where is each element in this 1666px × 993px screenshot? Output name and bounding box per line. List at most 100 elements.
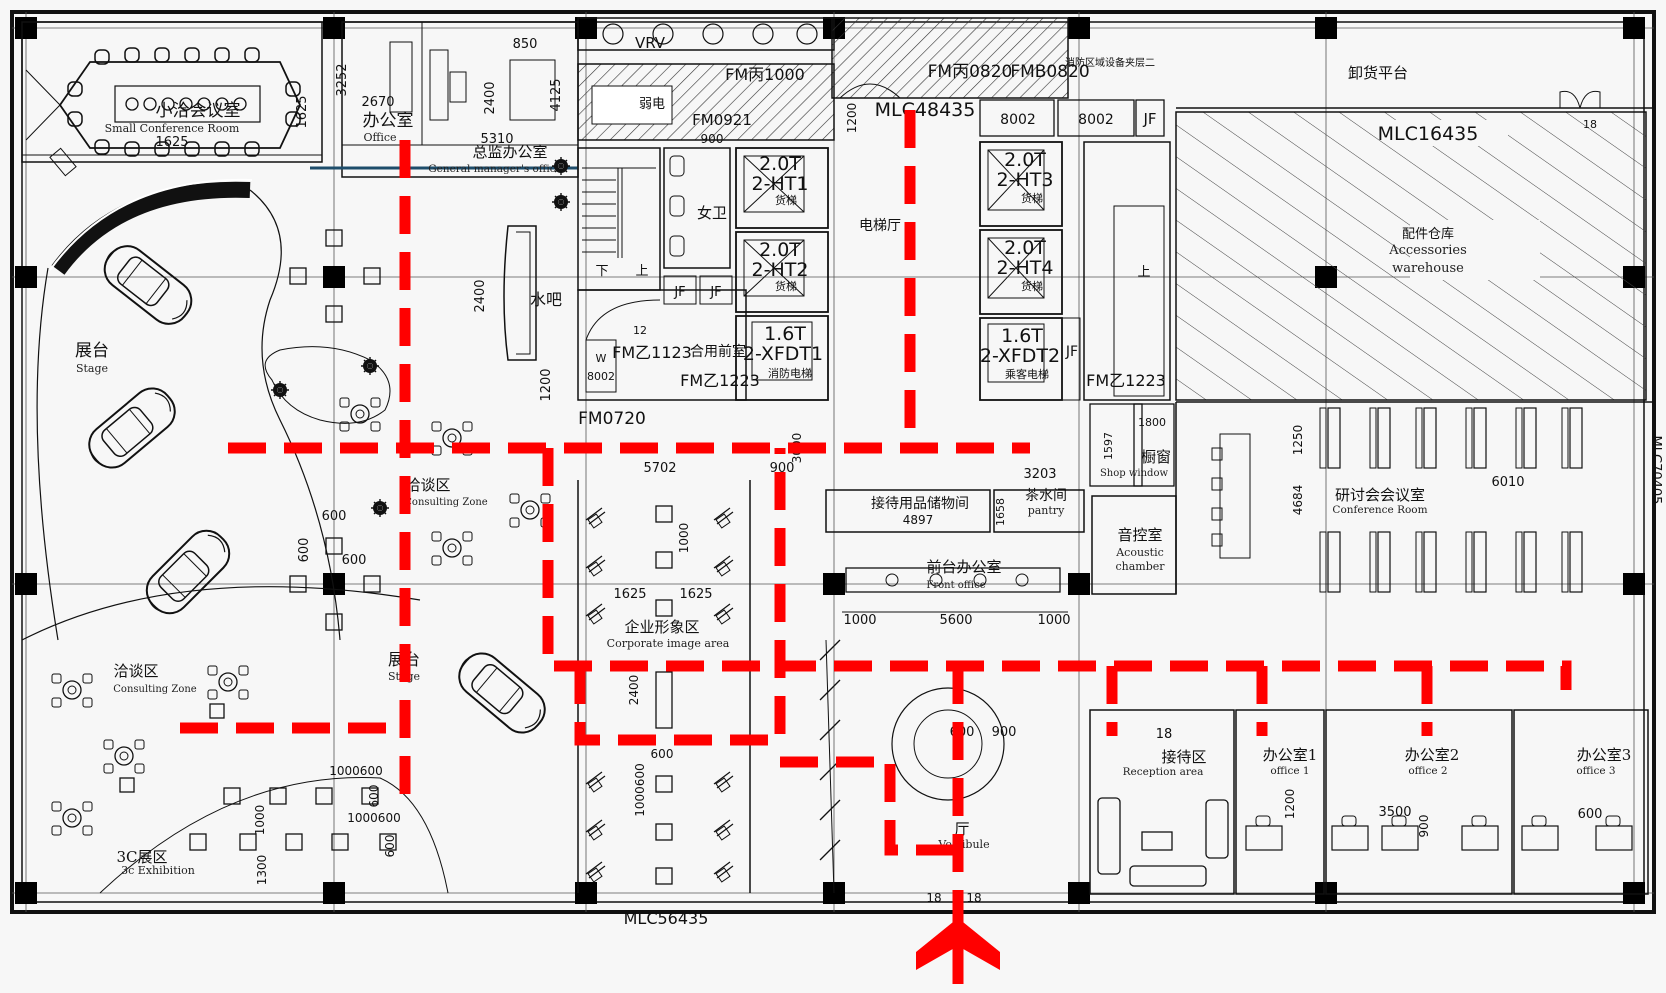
door-mlc70405: MLC70405 [1648, 436, 1663, 505]
exhibit3c-label: 3C展区 [116, 848, 167, 866]
circulation-path [180, 110, 1572, 993]
dim-1800: 4684 [1291, 485, 1305, 516]
elev-3-code: 1.6T [764, 323, 806, 345]
elevator-shafts-right: 8002 8002 JF 2.0T 2-HT3 货梯 2.0T 2-HT4 货梯… [979, 99, 1165, 401]
elevator-shafts-left: 2.0T 2-HT1 货梯 2.0T 2-HT2 货梯 1.6T 2-XFDT1… [735, 147, 829, 401]
weak-well-label: 弱电 [639, 97, 665, 112]
consulting2-en: Consulting Zone [113, 684, 197, 695]
stage-label: 展台 [75, 341, 109, 361]
elev-3-type: 消防电梯 [768, 366, 812, 380]
dim-2400-b: 1250 [1291, 425, 1305, 456]
dims-left: 600 600 600 1000600 1000600 1000 600 600… [253, 509, 401, 885]
seminar-room: 1250 4684 6010 研讨会会议室 Conference Room [1175, 401, 1654, 594]
door-fm0720: FM0720 [578, 409, 646, 429]
door-fm0921: FM0921 [692, 111, 752, 129]
dim-1000600-c: 1000600 [633, 763, 647, 816]
seminar-seats [1211, 407, 1583, 593]
elevator-hall-label: 电梯厅 [859, 218, 901, 234]
stair-down-label: 下 [595, 264, 608, 279]
elev-5-type: 货梯 [1021, 279, 1043, 293]
consulting-zone: 洽谈区 Consulting Zone 洽谈区 Consulting Zone [51, 156, 571, 836]
seminar-label: 研讨会会议室 [1335, 486, 1425, 504]
gm-office-label: 总监办公室 [472, 143, 547, 161]
elev-5-code: 2.0T [1004, 237, 1046, 259]
dim-2670: 2670 [361, 95, 394, 110]
dim-5000: 2400 [473, 279, 488, 312]
dim-12: 12 [633, 324, 647, 337]
corporate-label: 企业形象区 [624, 618, 699, 636]
dim-5310: 5310 [480, 132, 513, 147]
offices-block: 18 接待区 Reception area 办公室1 office 1 1200… [1089, 709, 1649, 895]
elev-6-type: 乘客电梯 [1005, 367, 1049, 381]
door-mlc56435: MLC56435 [624, 909, 709, 928]
small-conference-room: 小洽会议室 Small Conference Room 1625 1625 [21, 21, 323, 177]
elev-1-code: 2.0T [759, 153, 801, 175]
dim-2400: 2400 [483, 81, 498, 114]
small-conference-label: 小洽会议室 [156, 101, 241, 121]
elev-1-id: 2-HT1 [752, 173, 809, 195]
water-bar-label: 水吧 [530, 290, 562, 309]
elev-4-id: 2-HT3 [997, 169, 1054, 191]
door-mlc48435: MLC48435 [875, 99, 976, 121]
elev-1-type: 货梯 [775, 193, 797, 207]
display-pedestals [119, 229, 397, 851]
dim-600-a: 600 [322, 509, 347, 524]
accessories-en2: warehouse [1392, 261, 1464, 276]
elev-4-code: 2.0T [1004, 149, 1046, 171]
corporate-en: Corporate image area [607, 637, 730, 650]
office3-en: office 3 [1576, 765, 1615, 777]
front-block: 接待用品储物间 4897 3203 茶水间 pantry 1658 前台办公室 … [825, 467, 1085, 628]
elev-5-id: 2-HT4 [997, 257, 1054, 279]
reception-en: Reception area [1123, 766, 1204, 778]
dim-3252: 3252 [335, 63, 350, 96]
dim-6010: 1200 [1283, 789, 1297, 820]
door-mlc16435: MLC16435 [1378, 123, 1479, 145]
dim-600-e: 600 [383, 835, 397, 858]
dim-1292: 6010 [1491, 475, 1524, 490]
shop-window-label: 橱窗 [1141, 448, 1171, 466]
elev-2-id: 2-HT2 [752, 259, 809, 281]
dim-600-d: 600 [367, 785, 381, 808]
dim-1200-a: 1200 [539, 368, 554, 401]
jf-2: JF [709, 285, 721, 300]
dim-1200-b: 1200 [845, 103, 859, 134]
accessories-label: 配件仓库 [1402, 226, 1454, 242]
jf-4: JF [1065, 344, 1078, 360]
corporate-image-area: 5702 900 3000 1000 1625 1625 企业形象区 Corpo… [577, 433, 804, 893]
accessories-en1: Accessories [1388, 243, 1467, 258]
dim-1000-c: 1000 [843, 613, 876, 628]
dim-1250: 1800 [1138, 416, 1166, 429]
office2-label: 办公室2 [1405, 746, 1460, 764]
dim-600-vest-b: 900 [992, 725, 1017, 740]
door-fma0820: FM丙0820 [928, 62, 1013, 82]
acoustic-en1: Acoustic [1115, 546, 1164, 559]
office-en: Office [363, 131, 396, 144]
dim-3100: 1625 [295, 95, 310, 128]
dim-1000-b: 1000 [677, 523, 691, 554]
gm-office-en: General manager's office [428, 163, 562, 175]
stage-area: 展台 Stage 展台 Stage [21, 178, 554, 742]
dim-10800: 1625 [155, 135, 188, 150]
dim-600-c: 600 [342, 553, 367, 568]
dim-4897: 4897 [903, 513, 934, 527]
dim-1300: 1300 [255, 855, 269, 886]
dim-1000600-a: 1000600 [329, 764, 382, 778]
core-block: VRV 弱电 FM丙1000 FM0921 900 下 上 女卫 JF JF W… [577, 17, 1171, 429]
elev-3-id: 2-XFDT1 [743, 343, 823, 365]
office1-label: 办公室1 [1263, 746, 1318, 764]
office1-en: office 1 [1270, 765, 1309, 777]
entrance-arrow-icon [916, 918, 1000, 970]
consulting-label: 洽谈区 [405, 476, 450, 494]
dim-2400-c: 2400 [627, 675, 641, 706]
dim-1000600-b: 1000600 [347, 811, 400, 825]
reception-storage-label: 接待用品储物间 [871, 495, 969, 512]
acoustic-label: 音控室 [1117, 526, 1162, 544]
seminar-en: Conference Room [1332, 504, 1427, 516]
vrv-label: VRV [635, 34, 666, 52]
dim-18-b: 18 [966, 891, 981, 905]
shop-window-en: Shop window [1100, 468, 1169, 479]
unloading-label: 卸货平台 [1348, 64, 1408, 82]
front-desk-en: Front office [926, 580, 985, 591]
vestibule-label: 厅 [954, 820, 969, 838]
